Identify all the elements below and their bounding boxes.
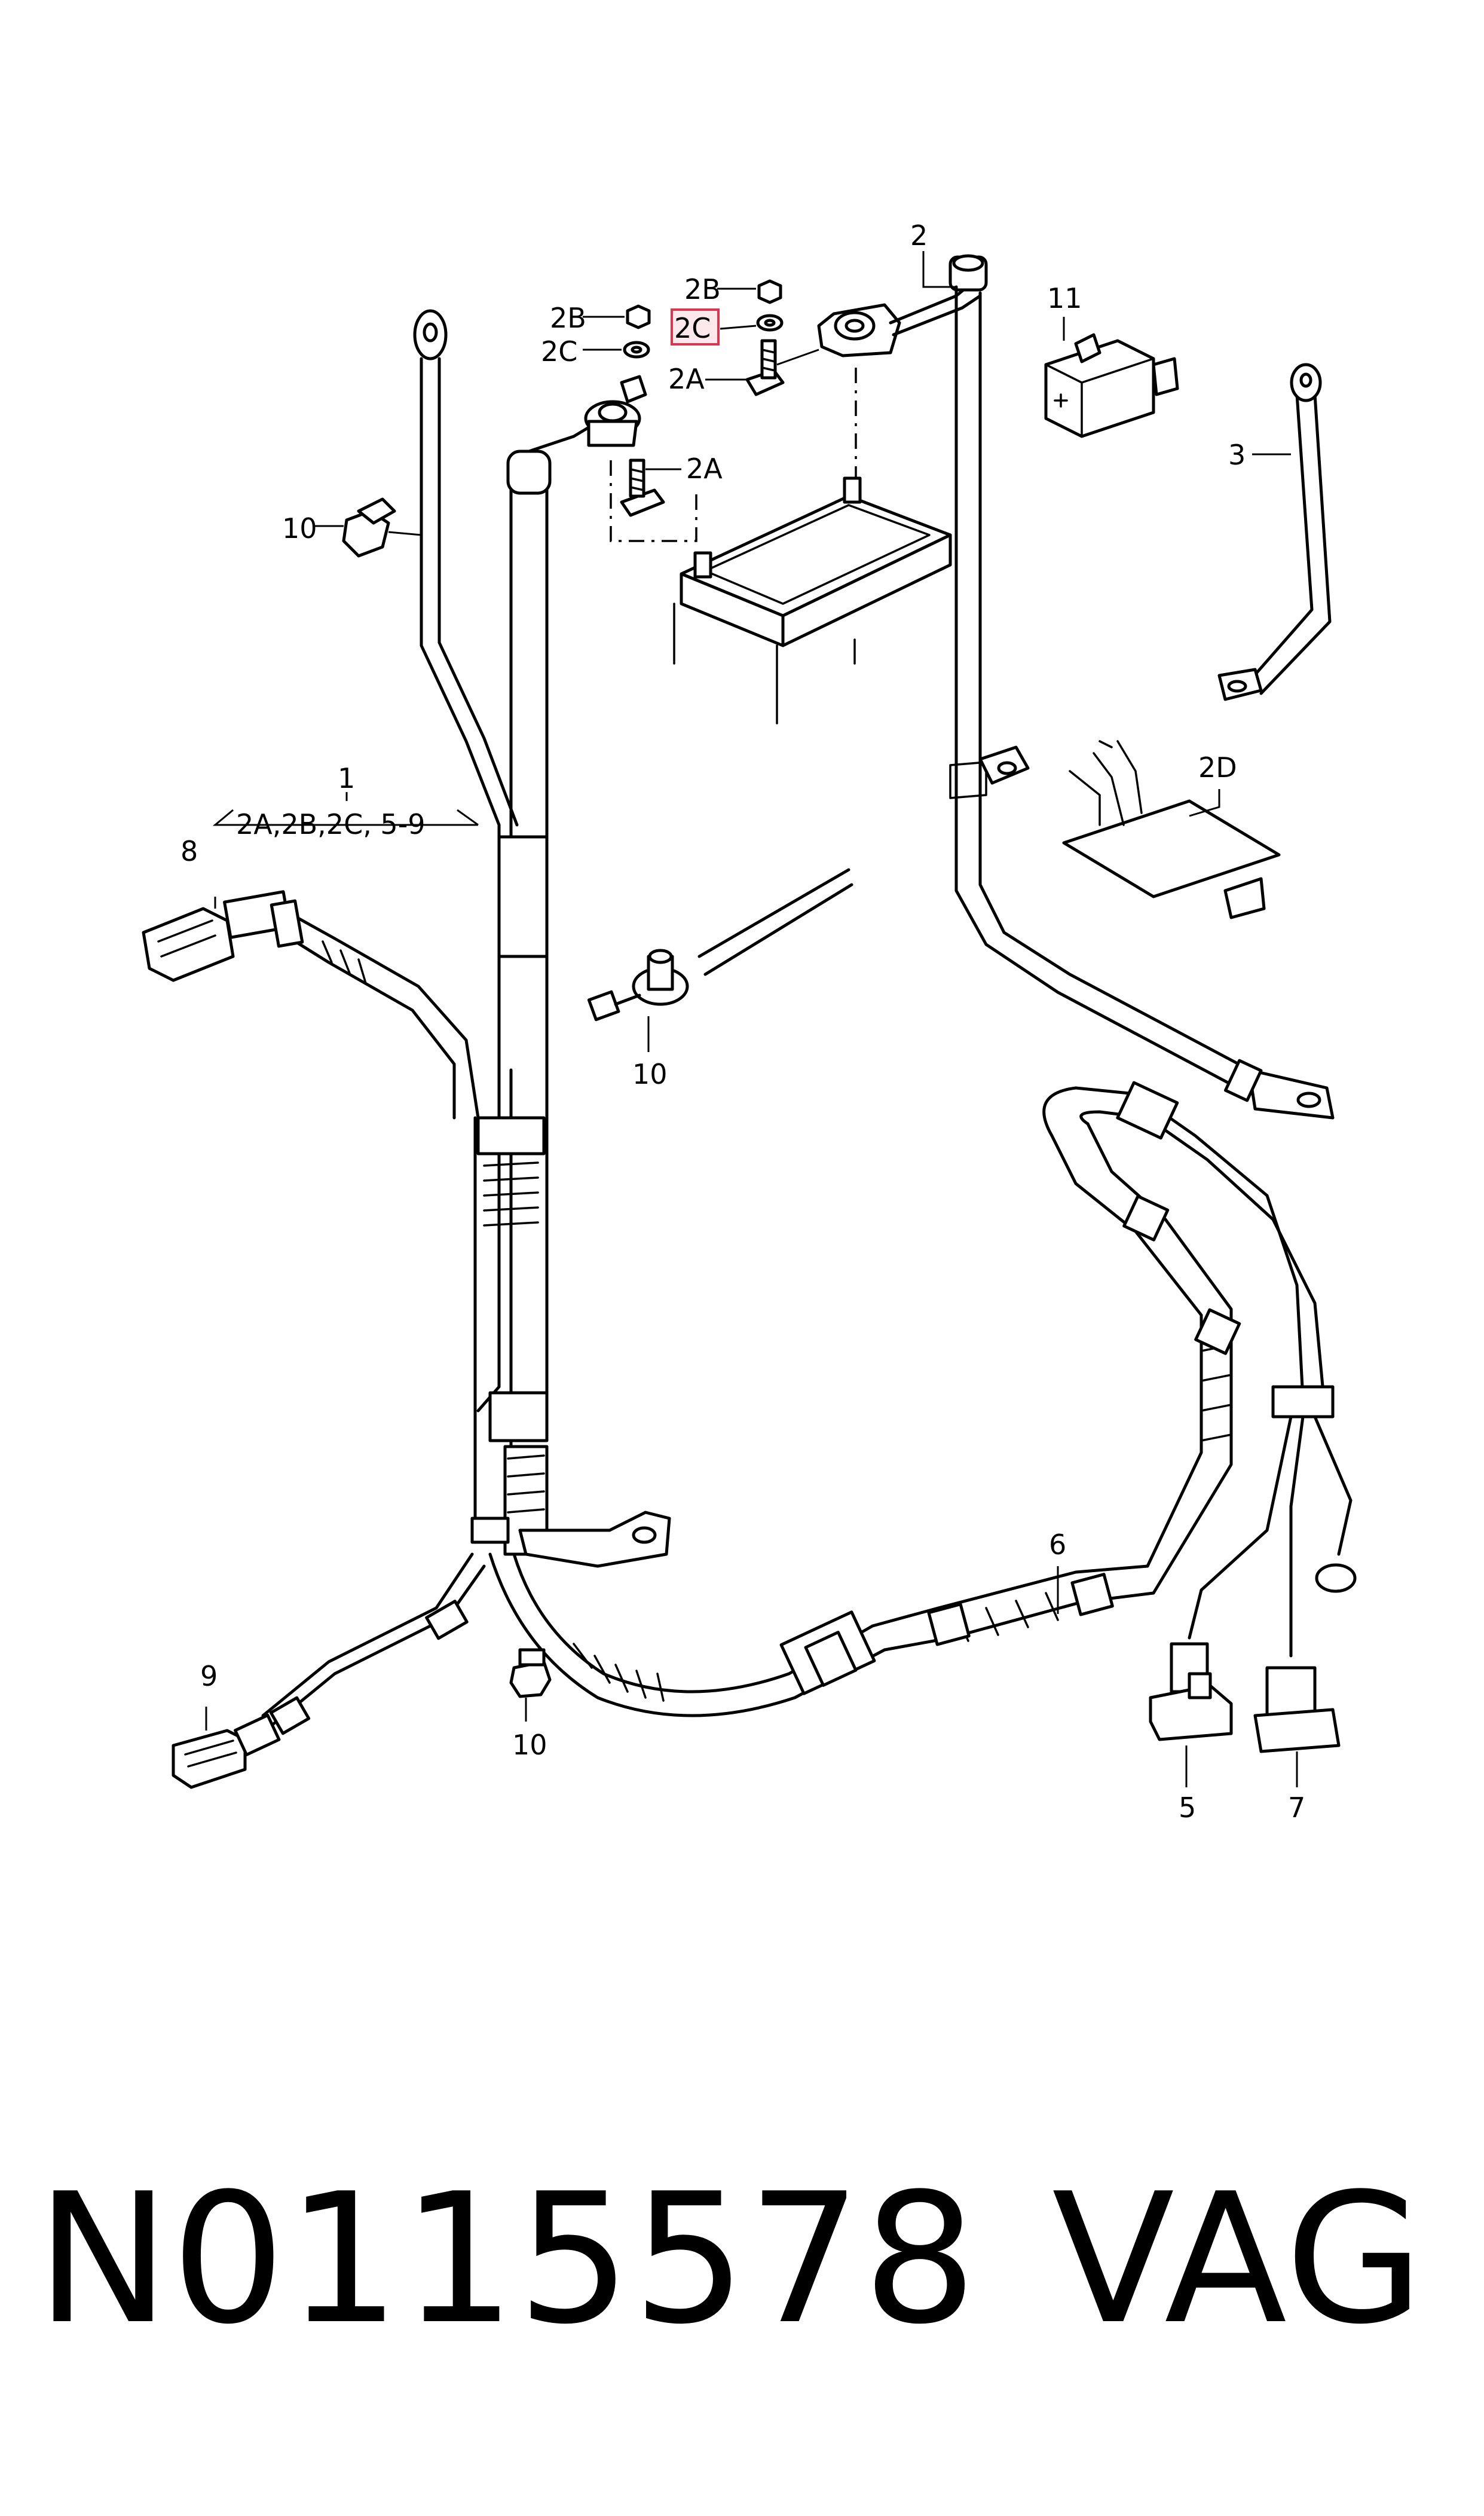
label-10-top: 10 xyxy=(282,512,317,545)
label-2: 2 xyxy=(910,219,928,252)
positive-cable xyxy=(949,285,1335,1120)
label-2b-left: 2B xyxy=(550,302,586,334)
connector-9 xyxy=(172,1713,281,1789)
label-5: 5 xyxy=(1179,1792,1196,1824)
terminal-7 xyxy=(1253,1415,1357,1753)
brand-name: VAG xyxy=(1052,2155,1425,2364)
label-2a-right: 2A xyxy=(668,363,705,395)
label-6: 6 xyxy=(1049,1528,1066,1561)
label-7: 7 xyxy=(1288,1792,1305,1824)
label-11: 11 xyxy=(1047,282,1082,314)
label-2a-left: 2A xyxy=(686,453,723,485)
washer-2c-right xyxy=(756,314,784,332)
assembly-line-left xyxy=(610,460,697,542)
positive-clamp xyxy=(817,254,988,357)
ground-strap-3 xyxy=(1217,363,1332,701)
label-10-bottom: 10 xyxy=(512,1729,547,1761)
bolt-2a-left xyxy=(620,458,665,517)
part-labels: 2 2B 2C 2B 2C 2A 2A 11 3 10 2D 1 2A,2B,2… xyxy=(180,219,1305,1824)
terminal-5 xyxy=(1149,1415,1293,1741)
main-harness xyxy=(261,309,886,1735)
harness-6 xyxy=(871,1081,1335,1652)
label-2b-right: 2B xyxy=(684,273,721,305)
clip-10-top xyxy=(342,497,422,558)
bracket-2d xyxy=(1062,740,1281,919)
washer-2c-left xyxy=(623,341,650,359)
connector-8 xyxy=(142,890,304,982)
part-number: N0115578 xyxy=(36,2155,978,2364)
label-1: 1 xyxy=(338,762,355,794)
battery xyxy=(673,476,952,724)
highlight-box xyxy=(671,308,720,346)
nut-2b-right xyxy=(757,279,782,304)
label-2c-right: 2C xyxy=(674,312,711,344)
bolt-2a-right xyxy=(745,339,819,396)
clip-10-bottom xyxy=(509,1648,552,1698)
label-2d: 2D xyxy=(1198,751,1237,784)
caption: N0115578 VAG xyxy=(36,2152,1458,2367)
label-3: 3 xyxy=(1228,439,1246,471)
leader-lines xyxy=(205,251,1298,1787)
label-2c-left: 2C xyxy=(541,335,577,368)
fuse-holder-11 xyxy=(1044,333,1179,438)
label-10-mid: 10 xyxy=(632,1058,668,1090)
label-1-sub: 2A,2B,2C, 5-9 xyxy=(236,808,426,840)
label-9: 9 xyxy=(200,1660,218,1692)
nut-2b-left xyxy=(626,304,651,329)
label-8: 8 xyxy=(180,835,198,867)
clip-10-mid xyxy=(587,868,853,1022)
